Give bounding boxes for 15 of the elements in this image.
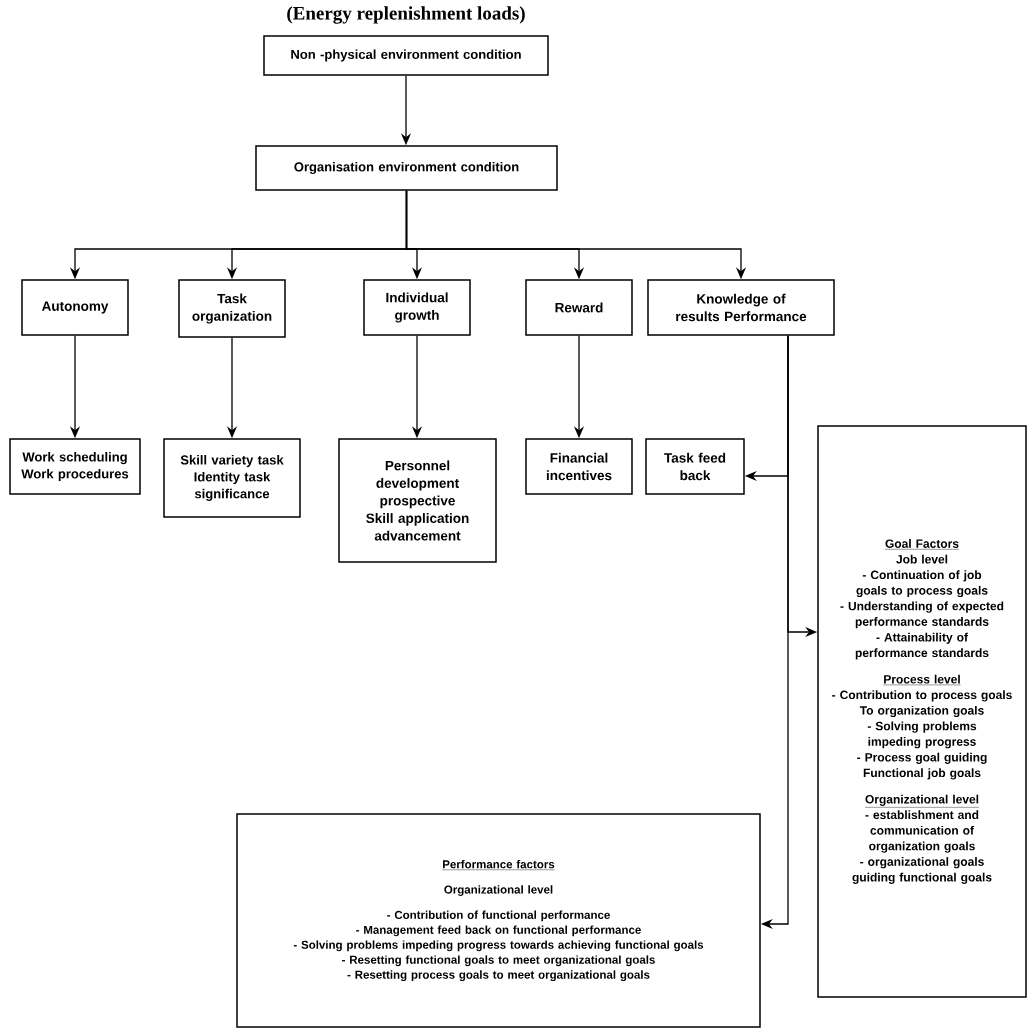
process-box: Skill variety task Identity task significance	[163, 438, 301, 518]
process-box: Work scheduling Work procedures	[9, 438, 141, 495]
process-box: Financial incentives	[525, 438, 633, 495]
goal-factors-box: Goal Factors Job level - Continuation of job goals to process goals - Understanding of expected performance standards - Attainability of performance standards Process level - Contribution to process goals To organization goals - Solving problems impeding progress - Process goal guiding Functional job goals Organizational level - establishment and communication of organization goals - organizational goals guiding functional goals	[817, 425, 1027, 998]
process-box: Organisation environment condition	[255, 145, 558, 191]
process-box: Autonomy	[21, 279, 129, 336]
process-box: Reward	[525, 279, 633, 336]
process-box: Individual growth	[363, 279, 471, 336]
process-box: Task organization	[178, 279, 286, 338]
process-box: Non -physical environment condition	[263, 35, 549, 76]
process-box: Task feed back	[645, 438, 745, 495]
process-box: Knowledge of results Performance	[647, 279, 835, 336]
title: (Energy replenishment loads)	[287, 6, 525, 24]
performance-factors-box: Performance factors Organizational level - Contribution of functional performance - Management feed back on functional performance - Solving problems impeding progress towards achieving functional goals - Resetting functional goals to meet organizational goals - Resetting process goals to meet organizational goals	[236, 813, 761, 1028]
process-box: Personnel development prospective Skill application advancement	[338, 438, 497, 563]
